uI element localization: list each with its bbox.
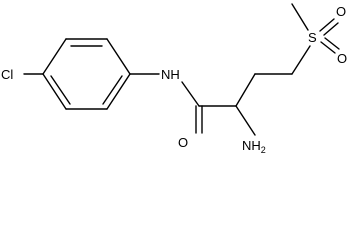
- sulfonyl-oxygen-lower-label: O: [337, 51, 347, 66]
- ring-bond-right-bottom: [106, 73, 131, 110]
- amine-subscript-2: 2: [261, 145, 266, 153]
- ring-double-bond-left: [50, 75, 71, 105]
- s-methyl-bond: [291, 3, 309, 31]
- ring-bond-left-top: [42, 38, 67, 75]
- amine-nh-label: NH2: [242, 138, 266, 153]
- structure-diagram: Cl NH O NH2 S O O: [1, 3, 347, 153]
- n-carbonyl-bond: [181, 81, 200, 107]
- s-o-lower-double-bond-1: [320, 41, 336, 54]
- amine-nh-text: NH: [242, 138, 261, 153]
- s-o-lower-double-bond-2: [324, 37, 340, 50]
- alpha-beta-bond: [235, 73, 256, 107]
- carbonyl-oxygen-label: O: [178, 135, 188, 150]
- sulfur-label: S: [308, 30, 317, 45]
- ring-bond-right-top: [106, 38, 131, 75]
- ring-double-bond-right: [102, 75, 123, 105]
- s-o-upper-double-bond-2: [323, 22, 339, 36]
- amide-nh-label: NH: [161, 67, 180, 82]
- molecule-canvas: Cl NH O NH2 S O O: [1, 3, 347, 153]
- s-o-upper-double-bond-1: [319, 18, 335, 32]
- benzene-ring: [42, 38, 131, 110]
- gamma-s-bond: [291, 45, 311, 75]
- alpha-nh2-bond: [235, 105, 256, 136]
- chlorine-label: Cl: [1, 67, 13, 82]
- sulfonyl-oxygen-upper-label: O: [336, 4, 346, 19]
- ring-bond-left-bottom: [42, 73, 67, 110]
